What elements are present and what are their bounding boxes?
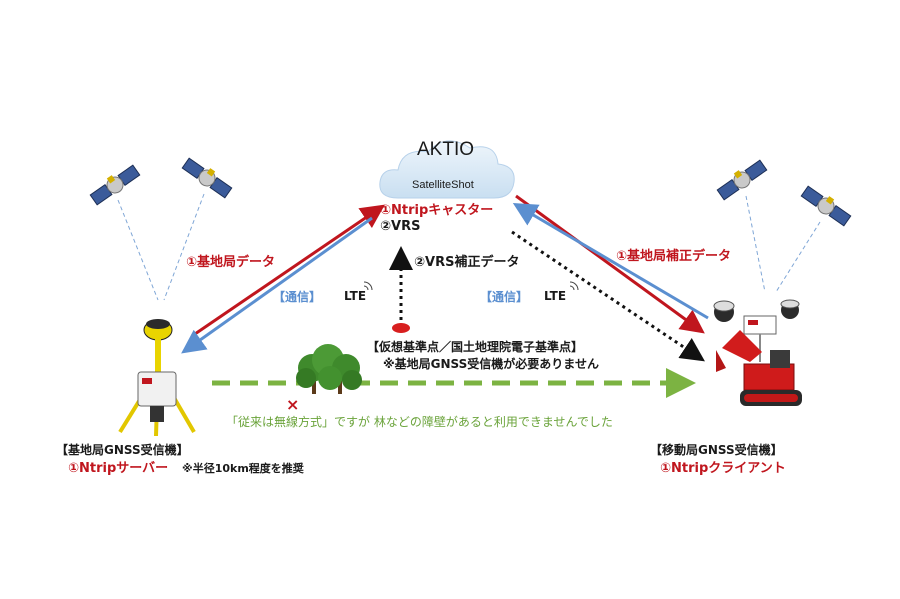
vrs-label: ②VRS [380, 219, 421, 234]
satellite-signal-lines [117, 193, 821, 301]
trees-icon [296, 344, 362, 394]
virtual-reference-note: ※基地局GNSS受信機が必要ありません [383, 357, 599, 371]
caster-label: ①Ntripキャスター [380, 203, 494, 218]
left-lte-label: LTE [344, 289, 367, 303]
vrs-correction-arrow [511, 230, 705, 362]
satellite-icon [89, 164, 141, 206]
base-data-arrow [191, 204, 385, 338]
rover-title: 【移動局GNSS受信機】 [650, 443, 783, 457]
base-station-title: 【基地局GNSS受信機】 [56, 443, 189, 457]
correction-data-arrow [515, 194, 705, 334]
signal-icon [363, 281, 373, 291]
cloud-title: AKTIO [417, 139, 475, 160]
base-station-receiver-icon [118, 319, 196, 437]
cloud-icon [379, 140, 515, 199]
signal-icon [569, 281, 579, 291]
virtual-reference-title: 【仮想基準点／国土地理院電子基準点】 [367, 340, 584, 354]
virtual-reference-point [392, 323, 410, 333]
satellite-icon [800, 185, 852, 227]
right-comm-label: 【通信】 [480, 290, 529, 304]
left-comm-label: 【通信】 [273, 290, 322, 304]
blocked-cross-mark: × [286, 395, 299, 414]
right-comm-arrow [512, 202, 709, 320]
cloud-subtitle: SatelliteShot [412, 179, 474, 191]
correction-data-label: ①基地局補正データ [616, 249, 732, 264]
right-lte-label: LTE [544, 289, 567, 303]
base-station-role: ①Ntripサーバー [68, 461, 169, 476]
rover-role: ①Ntripクライアント [660, 461, 786, 476]
satellite-icon [716, 159, 768, 201]
vrs-correction-label: ②VRS補正データ [414, 255, 520, 270]
radio-note: 「従来は無線方式」ですが 林などの障壁があると利用できませんでした [226, 415, 613, 429]
rover-excavator-icon [713, 299, 802, 406]
satellite-icon [181, 157, 233, 199]
base-station-note: ※半径10km程度を推奨 [182, 462, 304, 475]
base-data-label: ①基地局データ [186, 255, 276, 270]
left-comm-arrow [181, 216, 373, 354]
